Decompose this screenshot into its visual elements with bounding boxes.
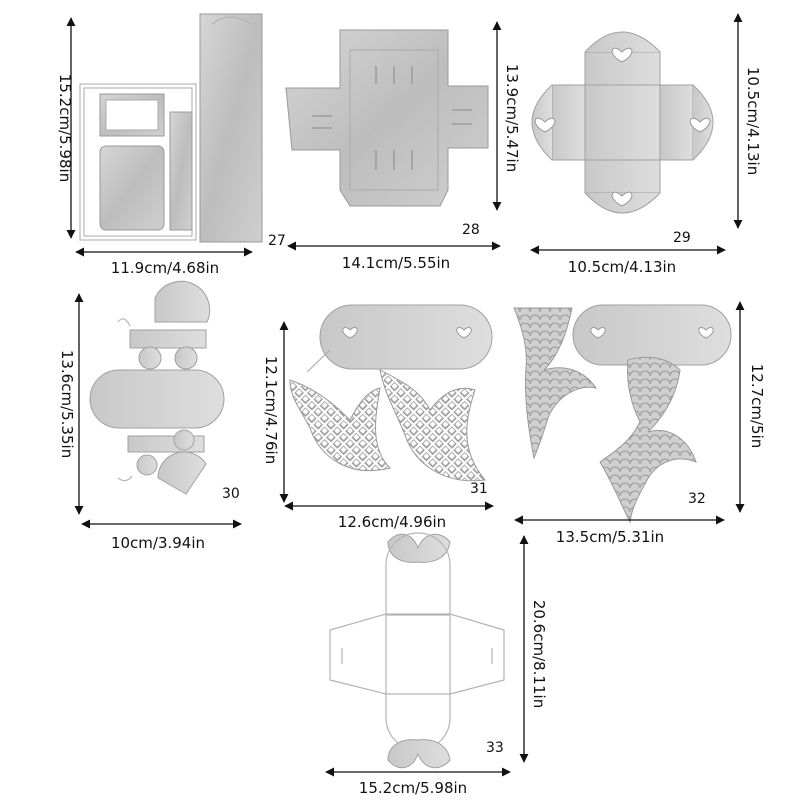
die-28-height-label: 13.9cm/5.47in [503,64,521,172]
die-31: 31 12.1cm/4.76in 12.6cm/4.96in [262,304,494,531]
die-28-width-label: 14.1cm/5.55in [342,254,450,272]
die-31-width-label: 12.6cm/4.96in [338,513,446,531]
die-28-number: 28 [462,222,480,238]
die-32-width-label: 13.5cm/5.31in [556,528,664,546]
die-30-artwork [89,280,225,495]
die-29-artwork [531,31,714,214]
die-32-artwork [513,304,732,524]
die-31-artwork [289,304,493,482]
die-32: 32 12.7cm/5in 13.5cm/5.31in [513,301,766,546]
die-29-width-label: 10.5cm/4.13in [568,258,676,276]
die-28-artwork [285,29,489,207]
die-27-artwork [79,13,263,243]
die-30-width-label: 10cm/3.94in [111,534,205,552]
die-31-height-label: 12.1cm/4.76in [262,356,280,464]
die-27-height-label: 15.2cm/5.98in [56,74,74,182]
die-30-number: 30 [222,486,240,502]
die-31-number: 31 [470,481,488,497]
die-29-number: 29 [673,230,691,246]
die-30: 30 13.6cm/5.35in 10cm/3.94in [58,280,242,552]
die-33-artwork [329,532,505,769]
die-28: 28 13.9cm/5.47in 14.1cm/5.55in [285,21,521,272]
die-33-number: 33 [486,740,504,756]
die-33-height-label: 20.6cm/8.11in [530,600,548,708]
die-29-height-label: 10.5cm/4.13in [744,67,762,175]
die-33: 33 20.6cm/8.11in 15.2cm/5.98in [325,532,548,797]
die-33-width-label: 15.2cm/5.98in [359,779,467,797]
die-30-height-label: 13.6cm/5.35in [58,350,76,458]
die-27-number: 27 [268,233,286,249]
die-29: 29 10.5cm/4.13in 10.5cm/4.13in [530,13,762,276]
die-32-height-label: 12.7cm/5in [748,364,766,449]
die-32-number: 32 [688,491,706,507]
die-27: 27 15.2cm/5.98in 11.9cm/4.68in [56,13,286,277]
die-27-width-label: 11.9cm/4.68in [111,259,219,277]
